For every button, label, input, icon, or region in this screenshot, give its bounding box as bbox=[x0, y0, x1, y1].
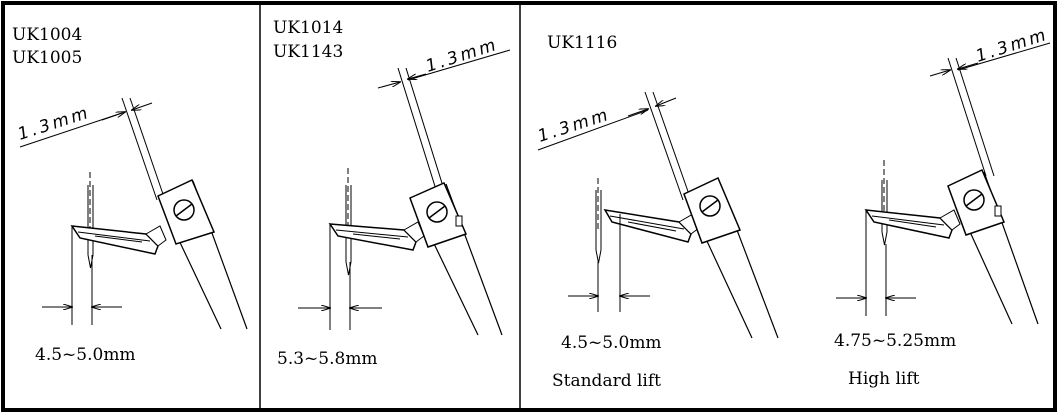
model-label: UK1014 bbox=[273, 18, 343, 38]
dimension-line bbox=[568, 214, 650, 312]
guard-holder bbox=[157, 178, 248, 330]
needle-guard bbox=[328, 221, 425, 251]
panel-uk1004-uk1005: UK1004 UK1005 1.3mm bbox=[12, 25, 248, 365]
needle-guard bbox=[70, 225, 167, 255]
dimension-label: 4.5~5.0mm bbox=[35, 345, 136, 365]
panel-uk1116-standard-lift: UK1116 1.3mm bbox=[535, 33, 779, 391]
dimension-label: 5.3~5.8mm bbox=[277, 349, 378, 369]
lift-caption: High lift bbox=[848, 369, 920, 389]
panel-high-lift: 1.3mm 4.75~5.25mm bbox=[834, 25, 1051, 389]
dimension-line bbox=[42, 226, 122, 325]
dimension-line bbox=[298, 224, 382, 330]
gap-callout: 1.3mm bbox=[535, 91, 692, 201]
model-label: UK1143 bbox=[273, 42, 343, 62]
gap-callout: 1.3mm bbox=[377, 35, 511, 197]
guard-holder bbox=[409, 182, 503, 336]
needle-guard bbox=[603, 209, 700, 243]
needle bbox=[881, 160, 888, 246]
model-label: UK1004 bbox=[12, 25, 82, 45]
gap-dimension-label: 1.3mm bbox=[973, 25, 1051, 67]
gap-dimension-label: 1.3mm bbox=[423, 35, 501, 77]
gap-dimension-label: 1.3mm bbox=[15, 103, 93, 145]
dimension-label: 4.5~5.0mm bbox=[561, 333, 662, 353]
gap-dimension-label: 1.3mm bbox=[535, 105, 613, 147]
needle-guard bbox=[864, 209, 961, 239]
guard-holder bbox=[683, 176, 779, 339]
model-label: UK1005 bbox=[12, 48, 82, 68]
needle bbox=[345, 168, 352, 276]
dimension-label: 4.75~5.25mm bbox=[834, 331, 956, 351]
needle bbox=[595, 178, 602, 264]
gap-callout: 1.3mm bbox=[929, 25, 1051, 177]
guard-holder bbox=[947, 168, 1039, 325]
needle bbox=[87, 172, 94, 269]
dimension-line bbox=[836, 210, 916, 316]
panel-uk1014-uk1143: UK1014 UK1143 1.3mm bbox=[273, 18, 511, 369]
lift-caption: Standard lift bbox=[552, 371, 661, 391]
model-label: UK1116 bbox=[547, 33, 617, 53]
